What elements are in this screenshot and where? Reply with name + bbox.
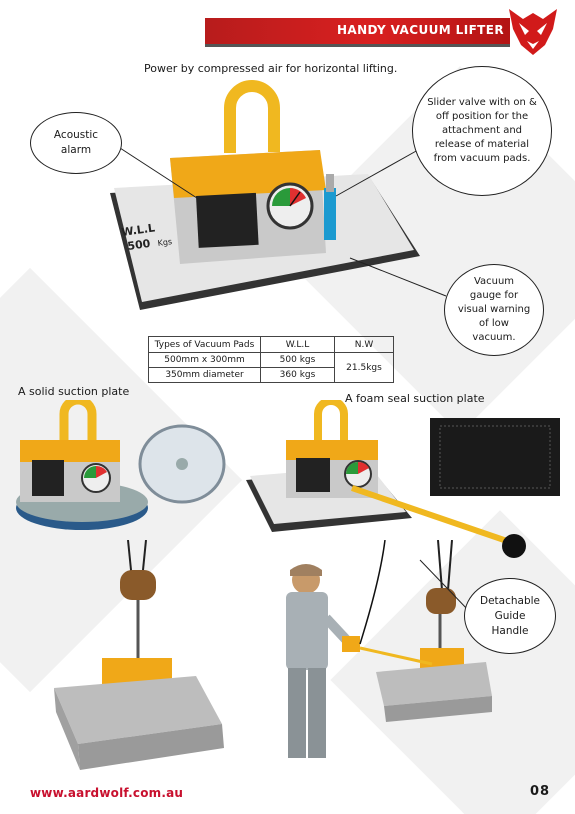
callout-guide-handle: Detachable Guide Handle [464,578,556,654]
table-cell: 500mm x 300mm [148,352,261,368]
table-cell: 350mm diameter [148,367,261,383]
page-title: HANDY VACUUM LIFTER [336,23,504,37]
wll-label: W.L.L [121,221,156,239]
main-caption: Power by compressed air for horizontal l… [144,62,398,75]
wll-unit: Kgs [157,237,173,248]
wll-value: 500 [127,237,152,253]
page-number: 08 [530,784,551,799]
table-header: Types of Vacuum Pads [148,336,261,353]
footer-url[interactable]: www.aardwolf.com.au [30,786,184,800]
table-row: 350mm diameter 360 kgs [148,367,394,383]
callout-acoustic-alarm: Acoustic alarm [30,112,122,174]
foam-plate-photo [246,400,560,558]
solid-plate-photo [16,400,226,530]
table-row: 500mm x 300mm 500 kgs 21.5kgs [148,352,394,383]
solid-plate-label: A solid suction plate [18,385,130,398]
callout-vacuum-gauge: Vacuum gauge for visual warning of low v… [444,264,544,356]
wolf-logo-icon [509,9,557,55]
callout-slider-valve: Slider valve with on & off position for … [412,66,552,196]
header-stripe [205,44,510,47]
table-cell: 360 kgs [260,367,335,383]
header-bar: HANDY VACUUM LIFTER [205,18,510,44]
main-product-photo: W.L.L 500 Kgs [110,80,420,310]
spec-table: Types of Vacuum Pads W.L.L N.W 500mm x 3… [148,336,394,383]
table-header: N.W [334,336,394,353]
table-cell-nw: 21.5kgs [334,352,394,383]
table-cell: 500 kgs [260,352,335,368]
table-header: W.L.L [260,336,335,353]
table-header-row: Types of Vacuum Pads W.L.L N.W [148,336,394,353]
foam-plate-label: A foam seal suction plate [345,392,485,405]
lifting-scene-photo [54,540,492,770]
